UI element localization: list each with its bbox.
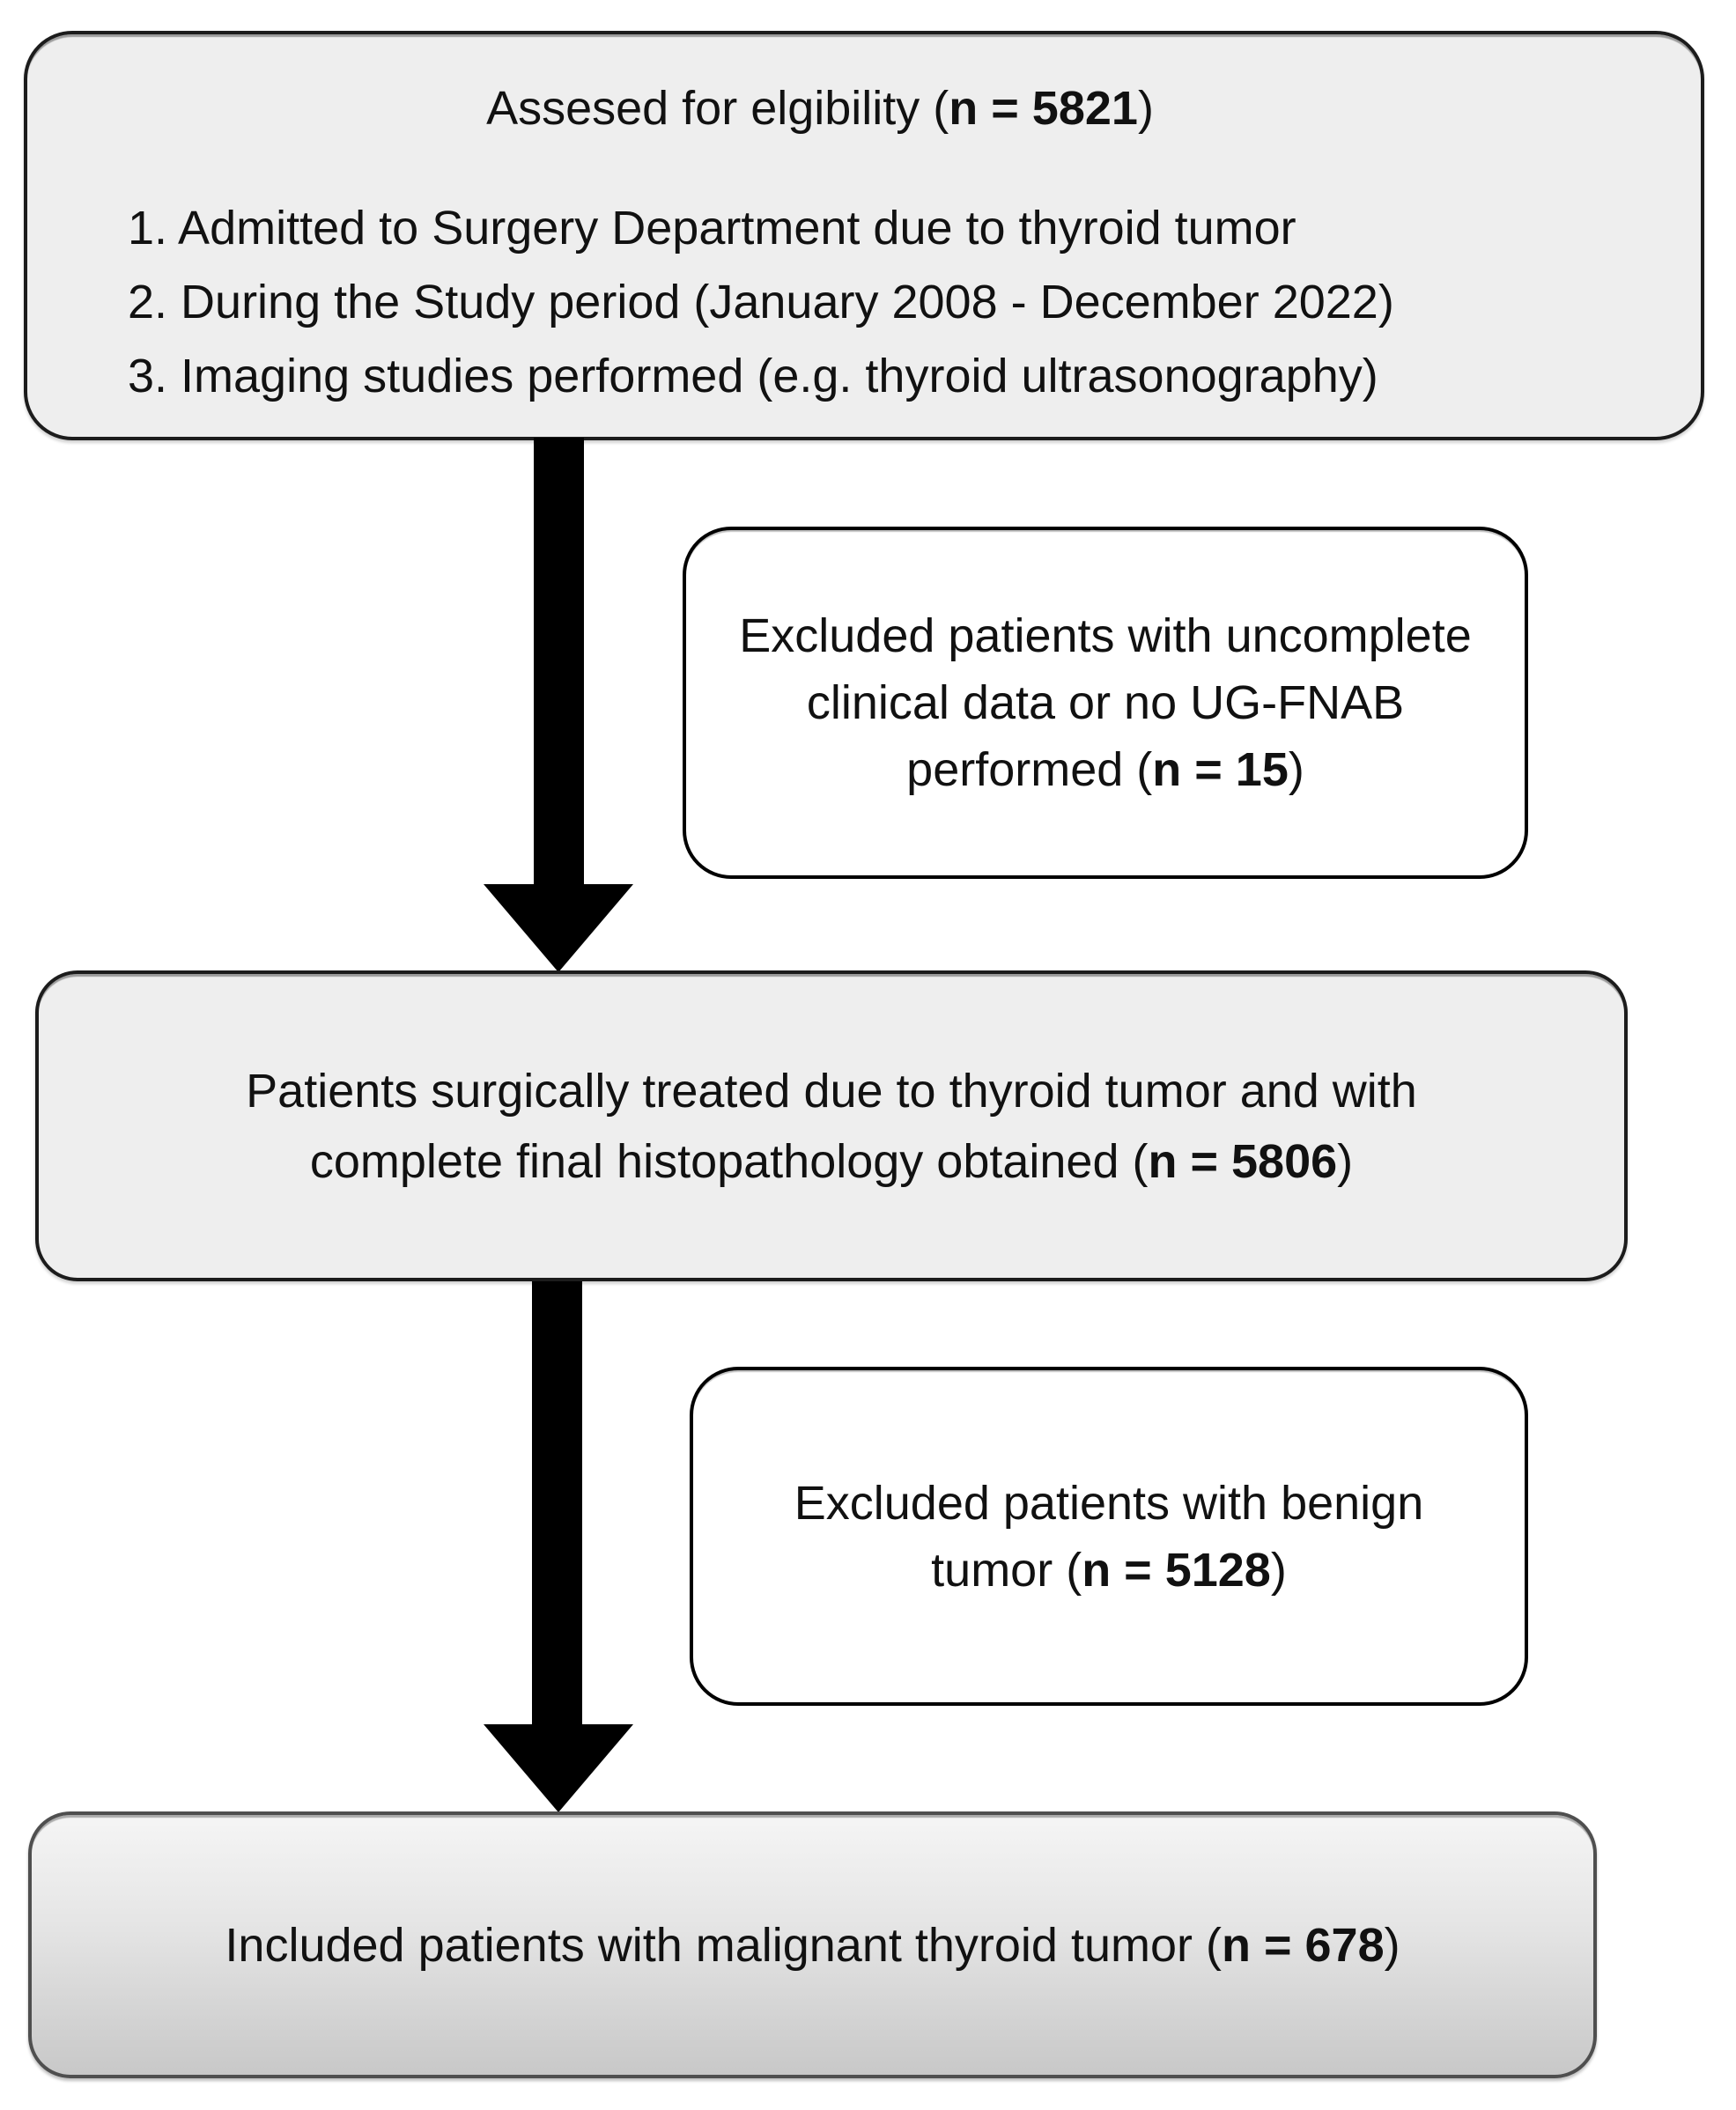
included-text: Included patients with malignant thyroid…: [225, 1918, 1400, 1972]
n-count: n = 678: [1221, 1918, 1385, 1972]
exclusion-benign-box: Excluded patients with benign tumor (n =…: [690, 1367, 1528, 1706]
criterion-item: 3. Imaging studies performed (e.g. thyro…: [128, 350, 1378, 402]
n-count: n = 5806: [1148, 1134, 1338, 1188]
n-count: n = 5128: [1082, 1543, 1271, 1597]
included-box: Included patients with malignant thyroid…: [28, 1811, 1597, 2078]
exclusion-incomplete-box: Excluded patients with uncomplete clinic…: [683, 527, 1528, 879]
criterion-item: 2. During the Study period (January 2008…: [128, 276, 1394, 328]
treated-text: Patients surgically treated due to thyro…: [246, 1064, 1417, 1188]
n-count: n = 15: [1152, 743, 1289, 796]
criterion-item: 1. Admitted to Surgery Department due to…: [128, 202, 1296, 255]
eligibility-box: Assesed for elgibility (n = 5821) 1. Adm…: [24, 31, 1704, 440]
treated-box: Patients surgically treated due to thyro…: [35, 970, 1628, 1281]
arrow-shaft: [532, 1281, 582, 1725]
eligibility-criteria: 1. Admitted to Surgery Department due to…: [128, 191, 1648, 413]
eligibility-title: Assesed for elgibility (n = 5821): [486, 82, 1154, 135]
eligibility-title-text: Assesed for elgibility (: [486, 82, 949, 135]
n-count: n = 5821: [949, 82, 1138, 135]
arrow-head-icon: [484, 884, 633, 972]
arrow-head-icon: [484, 1724, 633, 1812]
arrow-shaft: [534, 438, 584, 885]
exclusion-benign-text: Excluded patients with benign tumor (n =…: [794, 1476, 1424, 1597]
exclusion-incomplete-text: Excluded patients with uncomplete clinic…: [739, 609, 1472, 796]
